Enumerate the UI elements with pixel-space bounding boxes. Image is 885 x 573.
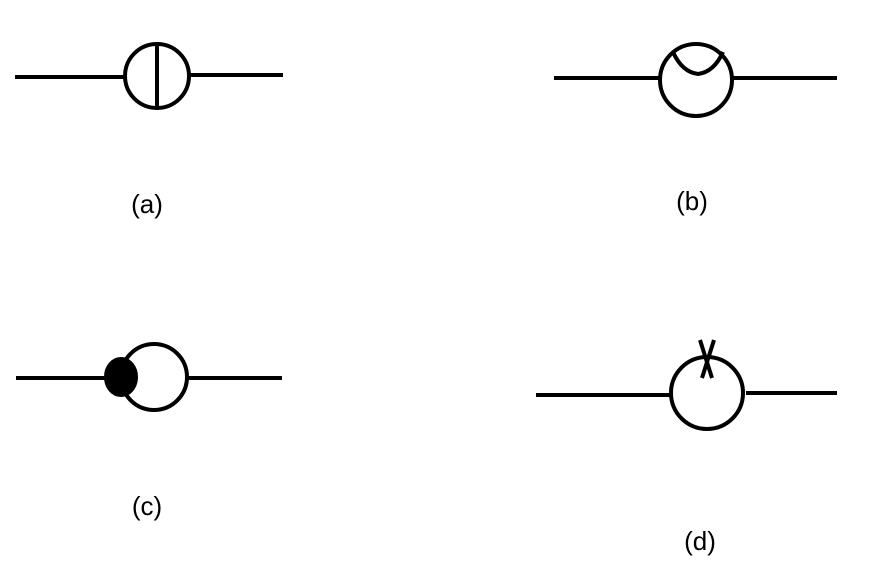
symbol-b-label: (b) <box>676 186 708 216</box>
symbol-a-label: (a) <box>131 189 163 219</box>
symbol-d-label: (d) <box>684 526 716 556</box>
symbol-c-filled-dot <box>104 357 138 397</box>
symbol-c-label: (c) <box>132 491 162 521</box>
symbol-b-notch <box>671 51 725 76</box>
symbol-b: (b) <box>554 42 837 216</box>
symbol-c: (c) <box>16 342 282 521</box>
symbol-d: (d) <box>536 339 837 556</box>
symbol-d-cross-stroke-2 <box>700 339 716 379</box>
symbol-a: (a) <box>15 42 283 219</box>
